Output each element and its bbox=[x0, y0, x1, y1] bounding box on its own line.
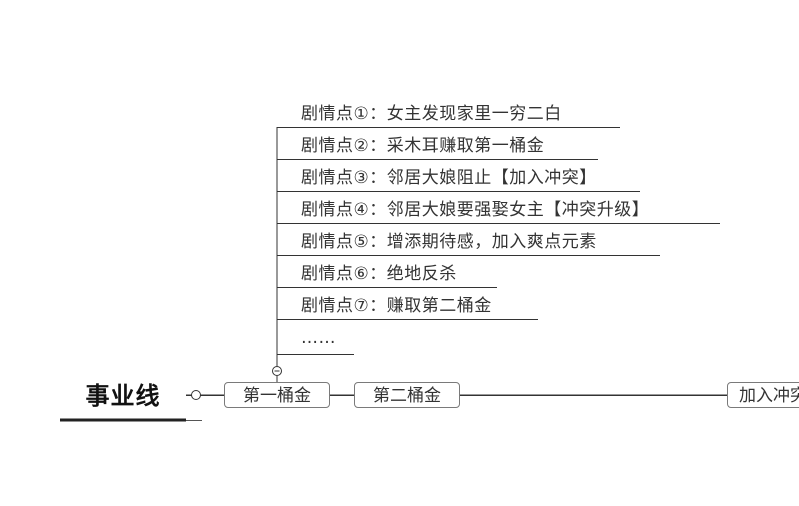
branch-item-2[interactable]: 剧情点②：采木耳赚取第一桶金 bbox=[301, 136, 545, 156]
node-second-bucket[interactable]: 第二桶金 bbox=[354, 382, 460, 408]
node-first-bucket[interactable]: 第一桶金 bbox=[224, 382, 330, 408]
branch-item-ellipsis[interactable]: …… bbox=[301, 328, 336, 348]
root-collapse-handle[interactable] bbox=[191, 390, 201, 400]
branch-item-1[interactable]: 剧情点①：女主发现家里一穷二白 bbox=[301, 104, 562, 124]
branch-underlines bbox=[277, 127, 720, 355]
branch-item-3[interactable]: 剧情点③：邻居大娘阻止【加入冲突】 bbox=[301, 168, 597, 188]
branch-item-6[interactable]: 剧情点⑥：绝地反杀 bbox=[301, 264, 457, 284]
root-topic[interactable]: 事业线 bbox=[85, 382, 161, 410]
branch-item-4[interactable]: 剧情点④：邻居大娘要强娶女主【冲突升级】 bbox=[301, 200, 650, 220]
branch-item-7[interactable]: 剧情点⑦：赚取第二桶金 bbox=[301, 296, 492, 316]
node-add-conflict[interactable]: 加入冲突 bbox=[727, 382, 799, 408]
branch-item-5[interactable]: 剧情点⑤：增添期待感，加入爽点元素 bbox=[301, 232, 597, 252]
